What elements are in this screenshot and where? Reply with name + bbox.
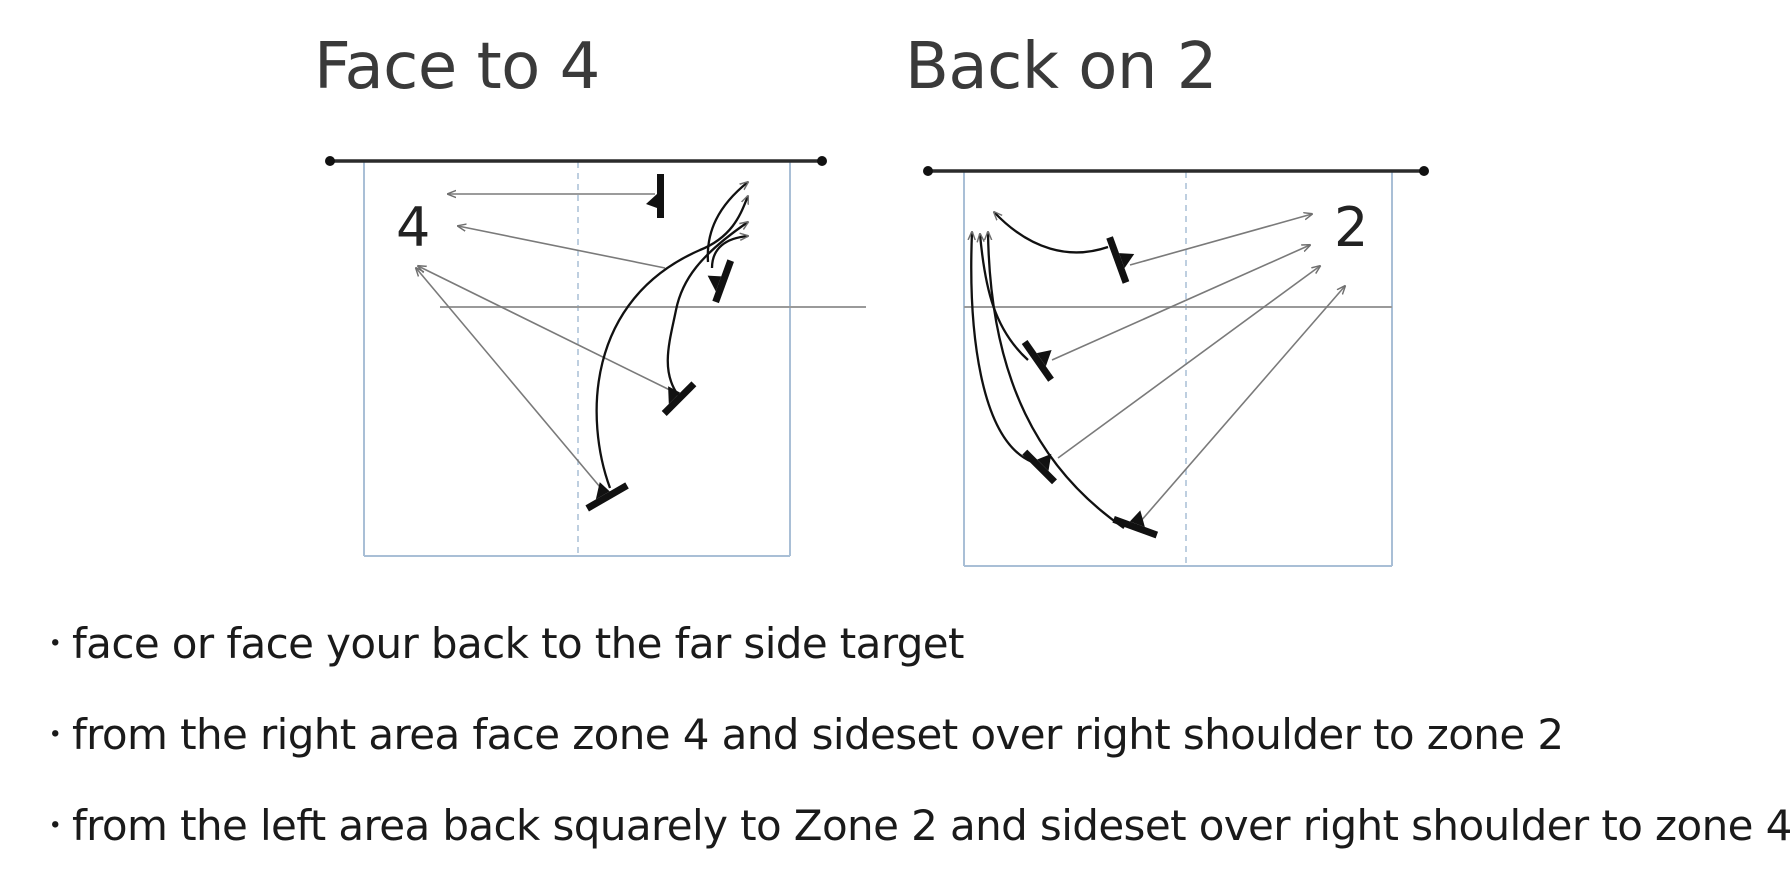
movement-paths-right [971,212,1125,529]
bullet-mark: ・ [40,627,70,662]
panel-face-to-4: 4 [325,156,866,557]
panel-title-back-on-2: Back on 2 [905,30,1218,104]
bullet-text: face or face your back to the far side t… [72,619,965,668]
bullet-text: from the left area back squarely to Zone… [72,801,1792,850]
bullet-item: ・from the left area back squarely to Zon… [38,780,1792,871]
set-arrows-right [1051,214,1345,523]
bullet-list: ・face or face your back to the far side … [38,598,1792,871]
set-arrows-left [416,194,681,488]
court-right [963,172,1393,567]
setter-player-icon [585,174,734,512]
zone-label-4: 4 [396,196,430,259]
court-left [363,162,791,557]
bullet-item: ・from the right area face zone 4 and sid… [38,689,1758,780]
zone-label-2: 2 [1334,196,1368,259]
setter-player-icon [1021,236,1159,539]
bullet-text: from the right area face zone 4 and side… [72,710,1564,759]
setting-diagrams: 4 [325,156,1429,567]
bullet-mark: ・ [40,718,70,753]
net-right [923,166,1429,176]
net-left [325,156,827,166]
movement-paths-left [595,182,748,489]
panel-back-on-2: 2 [923,166,1429,567]
bullet-mark: ・ [40,809,70,844]
panel-title-face-to-4: Face to 4 [314,30,600,104]
bullet-item: ・face or face your back to the far side … [38,598,1758,689]
